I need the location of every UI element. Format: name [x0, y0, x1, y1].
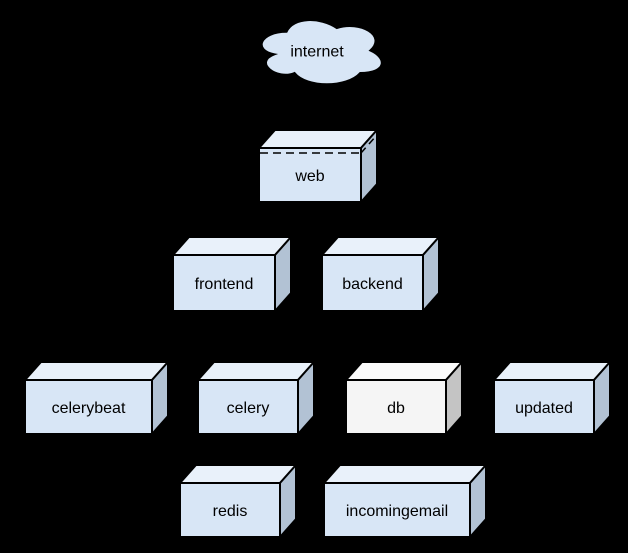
cube-top-face — [179, 464, 297, 484]
cube-front-face — [172, 254, 276, 312]
node-incomingemail-label: incomingemail — [346, 503, 448, 520]
dashed-crease-side — [360, 134, 378, 154]
node-celerybeat: celerybeat — [24, 361, 169, 435]
cube-top-face — [323, 464, 487, 484]
cube-front-face — [321, 254, 424, 312]
cube-top-face — [493, 361, 611, 381]
cube-top-face — [321, 236, 440, 256]
node-db-label: db — [387, 400, 405, 417]
node-celery: celery — [197, 361, 315, 435]
cube-front-face — [345, 379, 447, 435]
cube-top-face — [258, 129, 378, 149]
cube-front-face — [323, 482, 471, 538]
cube-top-face — [24, 361, 169, 381]
node-web: web — [258, 129, 378, 203]
node-celery-label: celery — [227, 400, 270, 417]
cube-front-face — [197, 379, 299, 435]
cube-top-face — [197, 361, 315, 381]
node-web-label: web — [294, 168, 324, 185]
cube-front-face — [258, 147, 362, 203]
node-updated-label: updated — [515, 400, 573, 417]
node-frontend: frontend — [172, 236, 292, 312]
cube-front-face — [24, 379, 153, 435]
node-backend: backend — [321, 236, 440, 312]
cube-front-face — [179, 482, 281, 538]
node-backend-label: backend — [342, 276, 403, 293]
node-internet-label: internet — [290, 44, 344, 61]
node-redis-label: redis — [213, 503, 248, 520]
node-incomingemail: incomingemail — [323, 464, 487, 538]
node-frontend-label: frontend — [195, 276, 254, 293]
cube-front-face — [493, 379, 595, 435]
cloud-shape — [260, 19, 383, 86]
cube-top-face — [345, 361, 463, 381]
node-updated: updated — [493, 361, 611, 435]
node-internet: internet — [260, 19, 383, 86]
cube-top-face — [172, 236, 292, 256]
node-celerybeat-label: celerybeat — [52, 400, 126, 417]
node-db: db — [345, 361, 463, 435]
node-redis: redis — [179, 464, 297, 538]
